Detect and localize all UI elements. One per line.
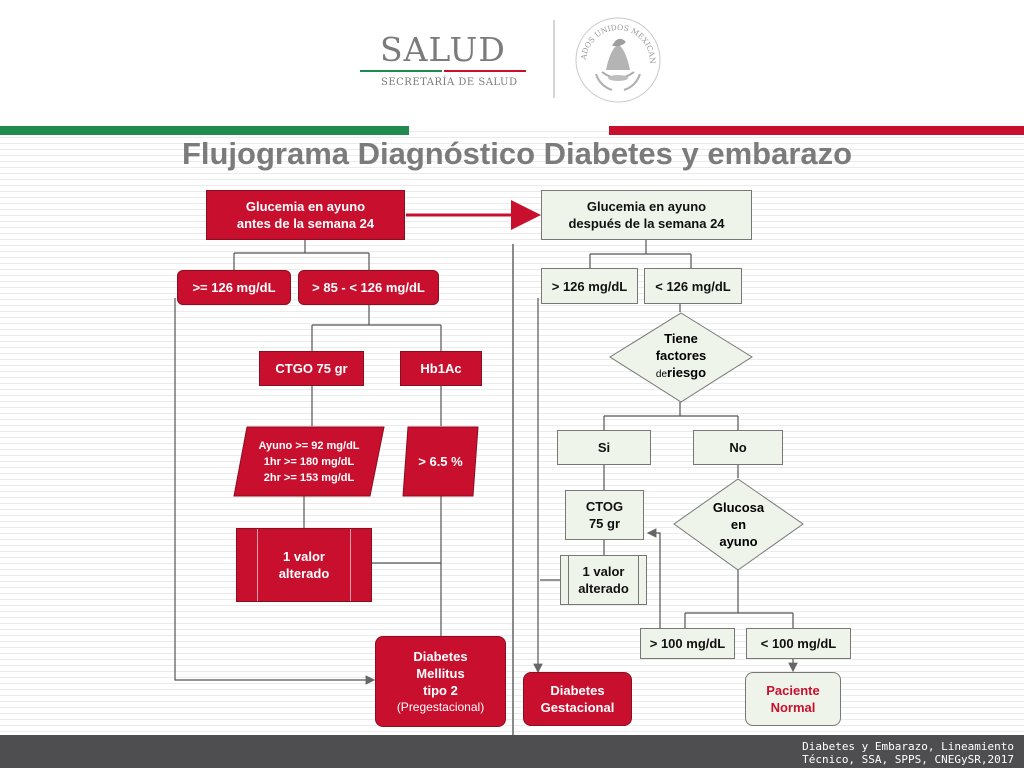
risk-line-1: Tiene [664,330,698,346]
footer-citation: Diabetes y Embarazo, Lineamiento Técnico… [802,740,1014,766]
normal-patient-node: Paciente Normal [745,672,841,726]
right-start-node: Glucemia en ayuno después de la semana 2… [541,190,752,240]
header: SALUD SECRETARÍA DE SALUD ESTADOS UNIDOS… [0,0,1024,126]
logo-rule-red [444,70,526,72]
mexican-seal-icon: ESTADOS UNIDOS MEXICANOS [572,12,661,103]
hba1c-node: Hb1Ac [400,351,482,386]
hba1c-criteria-node: > 6.5 % [418,454,463,469]
yes-node: Si [557,430,651,465]
right-altered-node: 1 valor alterado [560,555,647,605]
ctgo-criteria-node: Ayuno >= 92 mg/dL 1hr >= 180 mg/dL 2hr >… [258,439,360,484]
salud-logo-text: SALUD [380,30,506,69]
footer-line-2: Técnico, SSA, SPPS, CNEGySR,2017 [802,753,1014,766]
right-fasting-low-node: < 126 mg/dL [644,268,742,304]
logo-rule-green [360,70,442,72]
under-100-node: < 100 mg/dL [746,628,851,659]
red-band [609,126,1024,135]
page-title: Flujograma Diagnóstico Diabetes y embara… [181,136,853,171]
risk-line-2: factores [655,347,707,363]
risk-factors-diamond [609,312,753,403]
right-fasting-high-node: > 126 mg/dL [541,268,638,304]
fasting-glucose-diamond [673,478,804,571]
risk-de: de [655,368,668,380]
left-start-node: Glucemia en ayuno antes de la semana 24 [206,190,405,240]
risk-factors-node: Tiene factores deriesgo [609,326,753,386]
fasting-glucose-node: Glucosa en ayuno [712,499,765,549]
dm2-subtitle: (Pregestacional) [396,699,485,714]
left-fasting-mid-node: > 85 - < 126 mg/dL [298,270,439,305]
secretaria-subtitle: SECRETARÍA DE SALUD [381,77,518,88]
dm2-node: Diabetes Mellitus tipo 2 (Pregestacional… [375,636,506,727]
footer-line-1: Diabetes y Embarazo, Lineamiento [802,740,1014,753]
risk-line-3: riesgo [667,364,707,380]
ctgo-node: CTGO 75 gr [259,351,364,386]
right-altered-text: 1 valor alterado [578,564,629,596]
gestational-diabetes-node: Diabetes Gestacional [523,672,632,726]
ctgo-criteria-shape [233,426,385,497]
no-node: No [693,430,783,465]
over-100-node: > 100 mg/dL [640,628,735,659]
hba1c-criteria-shape [402,426,479,497]
left-fasting-high-node: >= 126 mg/dL [177,270,291,305]
ctog-node: CTOG 75 gr [565,490,644,540]
footer-bar: Diabetes y Embarazo, Lineamiento Técnico… [0,735,1024,768]
dm2-title: Diabetes Mellitus tipo 2 [413,648,468,698]
logo-divider [553,20,555,98]
green-band [0,126,409,135]
